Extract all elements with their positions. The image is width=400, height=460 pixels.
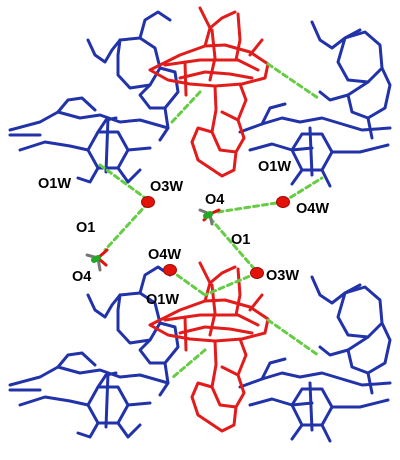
hbond-o4w-o1w-mid xyxy=(168,268,207,297)
label-o3w-upper-left: O3W xyxy=(150,179,183,195)
hbond-o1w-o3w-left xyxy=(98,163,150,202)
o3w-atom-left xyxy=(141,196,155,208)
hbond-o3w-o1w-mid xyxy=(203,271,259,297)
hbond-o4w-o1w-right xyxy=(281,176,324,204)
hbond-lower-complex-ligand-right xyxy=(266,318,320,357)
hbond-o4-o4w-right xyxy=(216,200,285,214)
label-o4-right: O4 xyxy=(205,192,224,208)
upper-right-blue-ligand xyxy=(238,20,392,188)
lower-red-complex xyxy=(148,261,270,433)
upper-red-complex xyxy=(148,6,270,178)
atom-labels: O1W O3W O1 O4W O4 O1W O1W O4 O4W O1 O3W xyxy=(38,159,329,308)
label-o1w-upper-right: O1W xyxy=(258,159,291,175)
lower-right-blue-ligand xyxy=(238,275,392,443)
label-o1-right: O1 xyxy=(231,232,250,248)
label-o4w-left: O4W xyxy=(148,247,181,263)
label-o4w-right: O4W xyxy=(296,201,329,217)
hbond-upper-complex-ligand-right xyxy=(266,62,320,100)
label-o1w-upper-left: O1W xyxy=(38,176,71,192)
label-o4-left: O4 xyxy=(72,269,91,285)
label-o1w-mid: O1W xyxy=(146,292,179,308)
hbond-o1-o3w-right xyxy=(208,216,259,274)
o3w-atom-right xyxy=(250,267,264,279)
hbond-upper-complex-ligand-left xyxy=(170,90,202,124)
hbond-o3w-o1-left xyxy=(103,201,150,252)
label-o1-left: O1 xyxy=(76,220,95,236)
perchlorate-anion-left xyxy=(85,248,109,272)
hbond-lower-complex-ligand-left xyxy=(170,348,207,380)
upper-molecular-unit xyxy=(8,6,392,188)
water-oxygen-atoms xyxy=(141,196,290,279)
label-o3w-right: O3W xyxy=(266,268,299,284)
o4w-atom-right xyxy=(276,196,290,208)
perchlorate-anion-right xyxy=(198,208,221,226)
hydrogen-bonds xyxy=(98,62,324,380)
o4w-atom-left xyxy=(163,264,177,276)
upper-left-blue-ligand xyxy=(8,10,180,184)
